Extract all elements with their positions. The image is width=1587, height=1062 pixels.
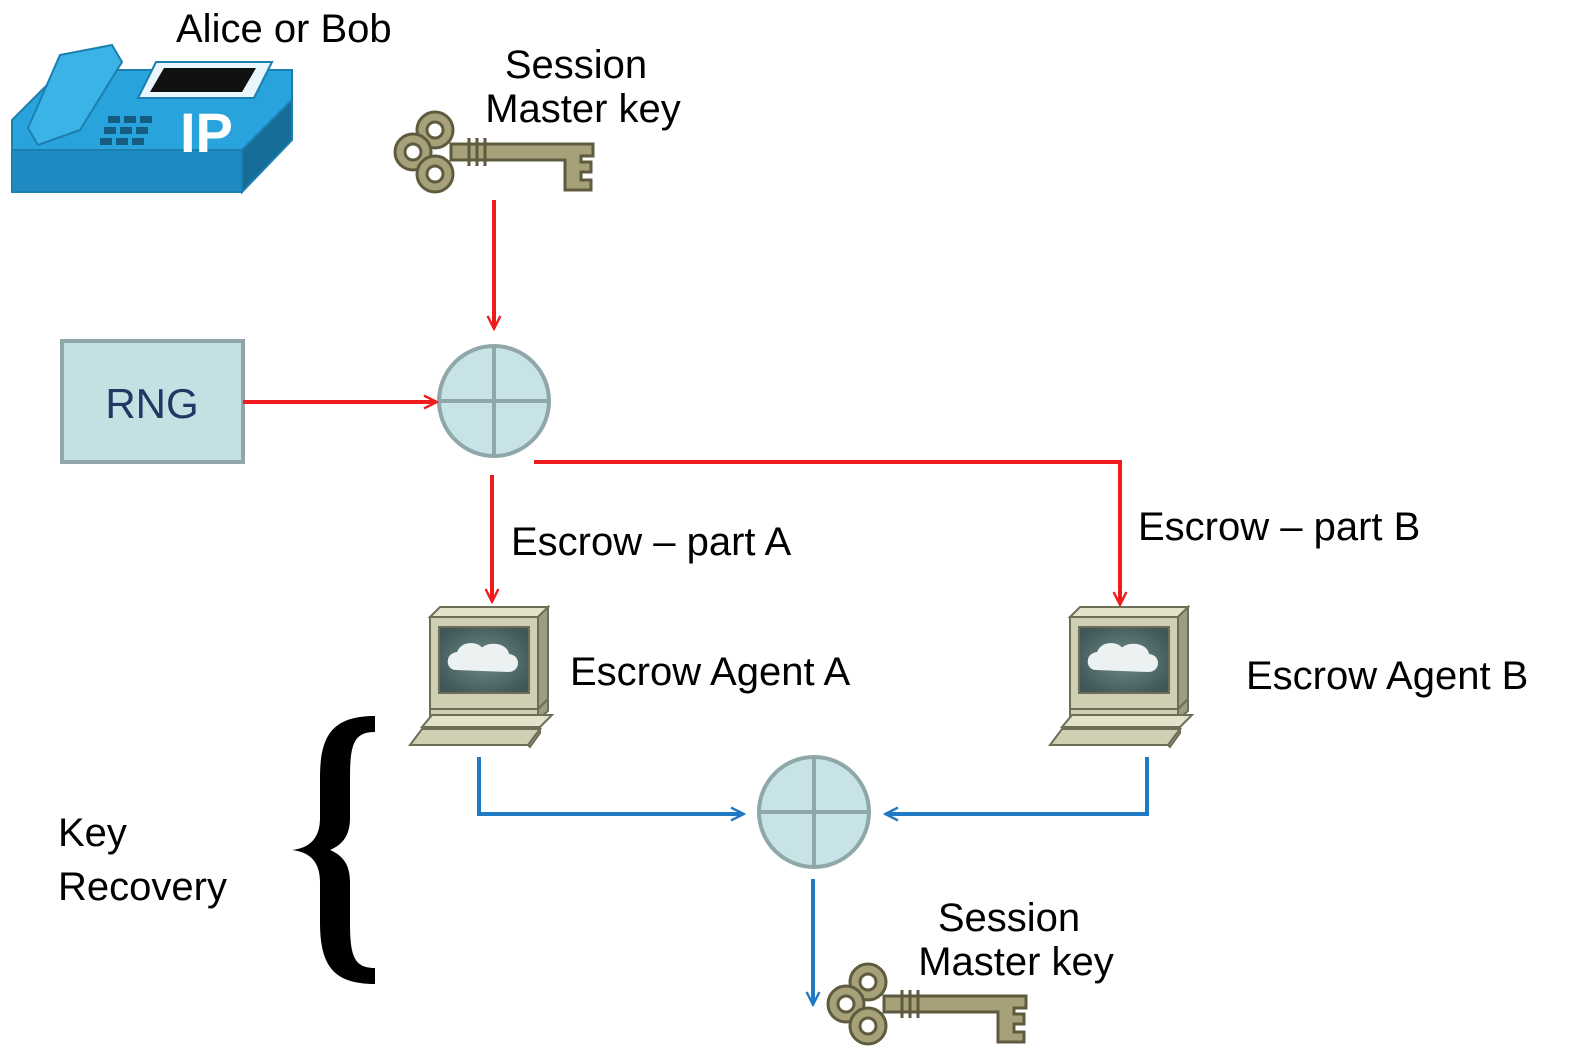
key-recovery-label-line2: Recovery — [58, 865, 227, 909]
escrow-flow-arrows — [243, 200, 1120, 604]
escrow-part-a-label: Escrow – part A — [511, 520, 791, 564]
recovery-flow-arrows — [477, 757, 1149, 1004]
top-key-label-line2: Master key — [485, 87, 681, 131]
bottom-key-label-line2: Master key — [918, 940, 1114, 984]
top-key-label-line1: Session — [505, 43, 647, 87]
phone-caption: Alice or Bob — [176, 7, 392, 51]
xor-combiner-bottom — [757, 755, 871, 869]
top-key-icon — [393, 110, 595, 194]
escrow-part-b-label: Escrow – part B — [1138, 505, 1420, 549]
bottom-key-icon — [826, 962, 1028, 1046]
escrow-agent-b-label: Escrow Agent B — [1246, 654, 1528, 698]
rng-box: RNG — [60, 339, 245, 464]
agent-a-to-combiner-arrow — [477, 757, 743, 814]
escrow-agent-b-computer-icon — [1048, 604, 1195, 749]
bottom-key-label-line1: Session — [938, 896, 1080, 940]
ip-phone-icon: IP — [11, 43, 293, 195]
combiner-to-agent-b-arrow — [534, 460, 1120, 604]
key-recovery-brace — [292, 716, 375, 984]
agent-b-to-combiner-arrow — [886, 757, 1149, 814]
key-recovery-label-line1: Key — [58, 811, 127, 855]
ip-badge: IP — [180, 101, 233, 164]
rng-label: RNG — [105, 380, 198, 427]
xor-combiner-top — [437, 344, 551, 458]
escrow-agent-a-computer-icon — [408, 604, 555, 749]
escrow-agent-a-label: Escrow Agent A — [570, 650, 850, 694]
